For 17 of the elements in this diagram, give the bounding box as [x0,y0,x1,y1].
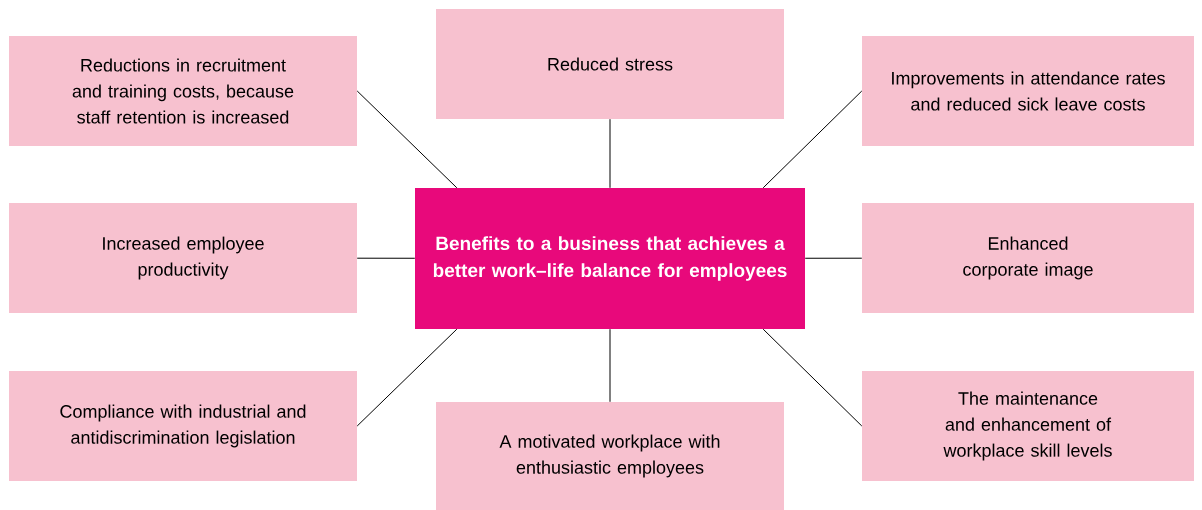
connector-line [762,90,863,189]
central-box: Benefits to a business that achieves a better work–life balance for employees [415,188,805,329]
connector-line [356,257,416,259]
benefit-box: Increased employee productivity [9,203,357,313]
benefit-box: Reduced stress [436,9,784,119]
benefit-box: Reductions in recruitment and training costs, because staff retention is increased [9,36,357,146]
benefit-box: Improvements in attendance rates and reduced sick leave costs [862,36,1194,146]
benefit-box: Compliance with industrial and antidiscrimination legislation [9,371,357,481]
connector-line [762,328,863,427]
connector-line [356,90,458,189]
connector-line [804,257,863,259]
connector-line [609,118,611,189]
connector-line [356,328,458,427]
benefit-box: Enhanced corporate image [862,203,1194,313]
benefit-box: The maintenance and enhancement of workplace skill levels [862,371,1194,481]
benefit-box: A motivated workplace with enthusiastic employees [436,402,784,510]
connector-line [609,328,611,403]
